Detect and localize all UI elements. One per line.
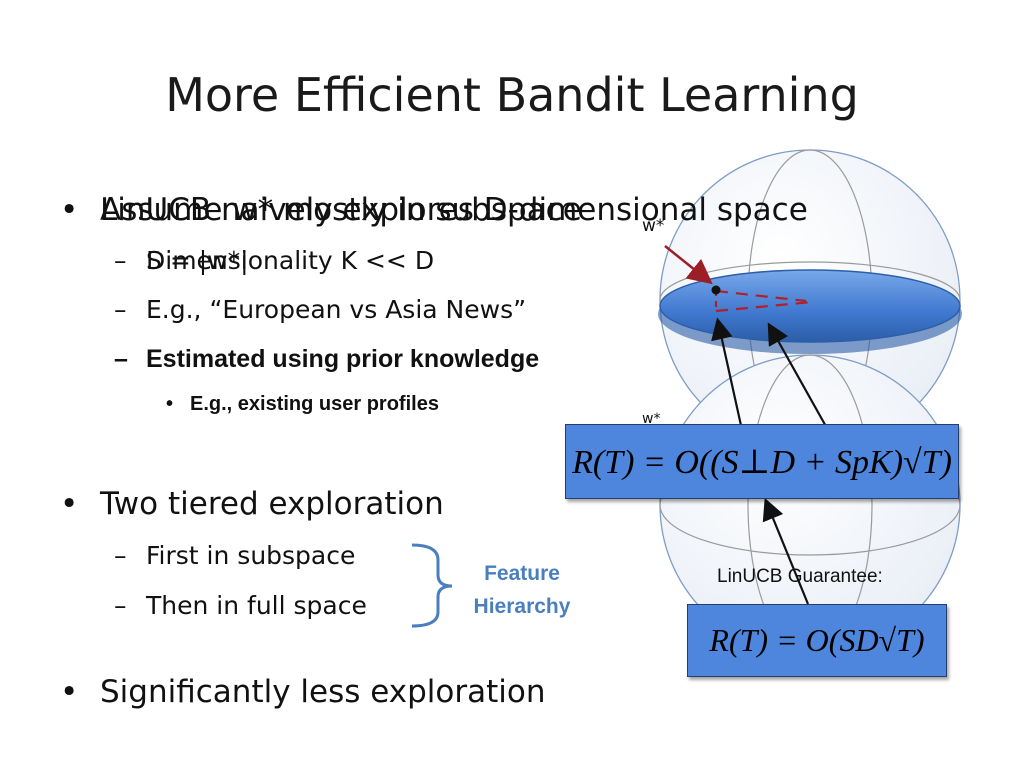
bullet-1-sub-1-text-b: Dimensionality K << D — [146, 246, 435, 275]
sub-bullet-marker: – — [114, 295, 127, 324]
sub-bullet-marker: – — [114, 591, 127, 620]
arrow-to-disk-left — [711, 317, 744, 431]
bullet-2-sub-2: – Then in full space — [114, 591, 367, 620]
hierarchical-regret-formula: R(T) = O((S⊥D + SpK)√T) — [565, 424, 959, 499]
bullet-1-sub-1-text-a: S = |w*| — [146, 246, 249, 275]
hierarchical-regret-formula-text: R(T) = O((S⊥D + SpK)√T) — [572, 443, 952, 481]
w-star-label-mid: w* — [642, 411, 661, 427]
bullet-1-sub-3-text: Estimated using prior knowledge — [146, 345, 540, 373]
arrow-to-sphere — [762, 497, 810, 605]
sub-bullet-marker: – — [114, 541, 127, 570]
slide-title: More Efficient Bandit Learning — [165, 68, 859, 122]
bullet-marker: • — [60, 486, 79, 522]
bullet-1-sub-2: – E.g., “European vs Asia News” — [114, 295, 527, 324]
feature-hierarchy-bracket — [411, 543, 453, 628]
sub-sub-bullet-marker: • — [166, 393, 174, 415]
sub-bullet-marker: – — [114, 246, 127, 275]
w-star-label-top: w* — [642, 216, 665, 236]
feature-hierarchy-label: Feature Hierarchy — [462, 557, 582, 623]
subspace-disk — [658, 269, 962, 354]
bullet-1-text-a: LinUCB naively explores D-dimensional sp… — [100, 192, 808, 228]
bullet-marker: • — [60, 674, 79, 710]
bullet-2-sub-1-text: First in subspace — [146, 541, 356, 570]
bullet-2-sub-2-text: Then in full space — [146, 591, 367, 620]
linucb-guarantee-label: LinUCB Guarantee: — [717, 566, 883, 587]
bullet-3: • Significantly less exploration — [60, 674, 546, 710]
feature-hierarchy-line-2: Hierarchy — [473, 595, 571, 618]
bullet-3-text: Significantly less exploration — [100, 674, 546, 710]
bullet-1-sub-2-text: E.g., “European vs Asia News” — [146, 295, 527, 324]
arrow-to-disk-right — [767, 322, 829, 431]
sub-bullet-marker: – — [114, 345, 128, 373]
bullet-2: • Two tiered exploration — [60, 486, 444, 522]
bullet-1-sub-3-sub-1: • E.g., existing user profiles — [166, 393, 439, 416]
bullet-1-sub-3-sub-1-text: E.g., existing user profiles — [190, 393, 439, 415]
w-star-pointer-arrow — [664, 245, 713, 285]
feature-hierarchy-line-1: Feature — [484, 562, 560, 585]
linucb-regret-formula: R(T) = O(SD√T) — [687, 604, 947, 677]
bullet-1-text-b: Assume w* mostly in subspace — [100, 192, 582, 228]
bullet-marker: • — [60, 192, 79, 228]
linucb-regret-formula-text: R(T) = O(SD√T) — [709, 622, 925, 658]
bullet-2-text: Two tiered exploration — [100, 486, 444, 522]
bullet-2-sub-1: – First in subspace — [114, 541, 356, 570]
bullet-1-sub-3: – Estimated using prior knowledge — [114, 345, 540, 374]
